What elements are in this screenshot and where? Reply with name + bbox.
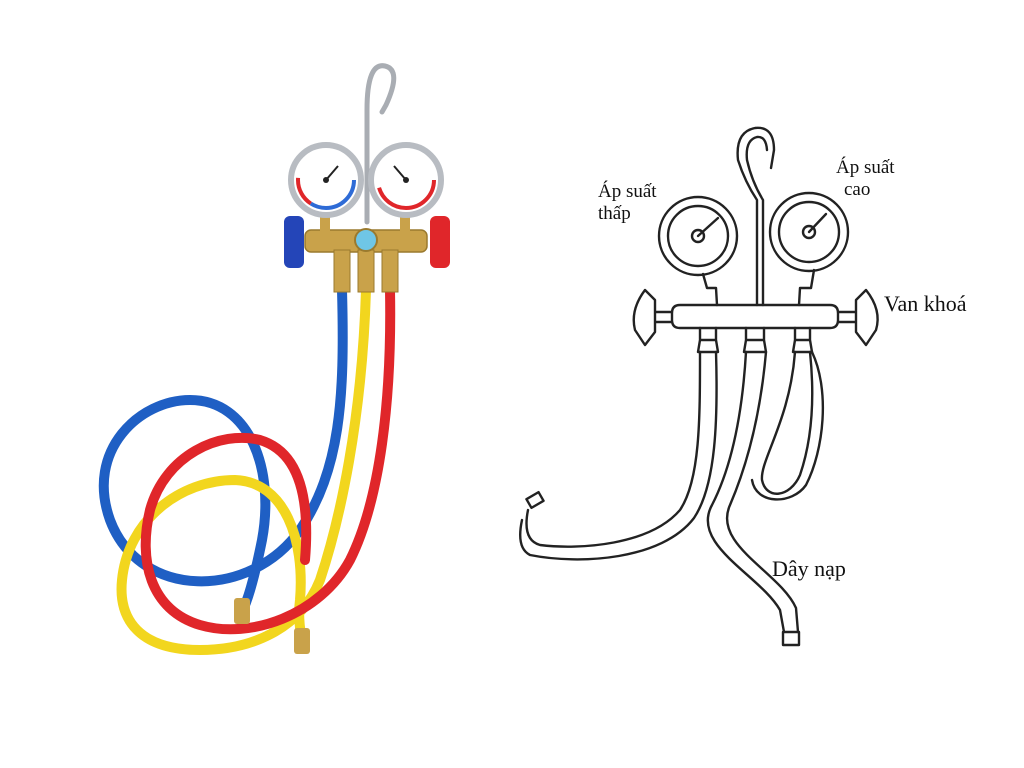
charging-hose-label: Dây nạp [772,556,846,581]
high-pressure-label-line1: Áp suất [836,157,895,178]
drawing-hook [736,126,776,307]
low-pressure-label-line2: thấp [598,203,631,224]
sight-glass [354,228,378,252]
drawing-right-valve [836,288,879,347]
drawing-low-gauge [657,195,739,277]
blue-hose [98,285,348,617]
drawing-left-valve [632,288,674,347]
drawing-charging-hose [706,350,800,634]
yellow-hose-fitting [294,628,310,654]
left-port [333,249,351,293]
low-pressure-label: Áp suất thấp [598,181,678,225]
red-hose [140,285,396,635]
valve-label: Van khoá [884,291,967,316]
hanging-hook [364,63,397,225]
high-pressure-gauge [368,142,444,234]
drawing-manifold [670,303,840,330]
high-pressure-label: Áp suất cao [836,157,906,201]
blue-hose-fitting [234,598,250,624]
right-port [381,249,399,293]
drawing-high-gauge [768,191,850,273]
high-pressure-label-line2: cao [844,179,871,200]
blue-valve-knob [284,216,304,268]
drawing-left-hose [519,350,718,561]
low-pressure-label-line1: Áp suất [598,181,657,202]
red-valve-knob [430,216,450,268]
yellow-hose [116,285,371,656]
low-pressure-gauge [288,142,364,234]
drawing-right-hose [750,350,825,501]
